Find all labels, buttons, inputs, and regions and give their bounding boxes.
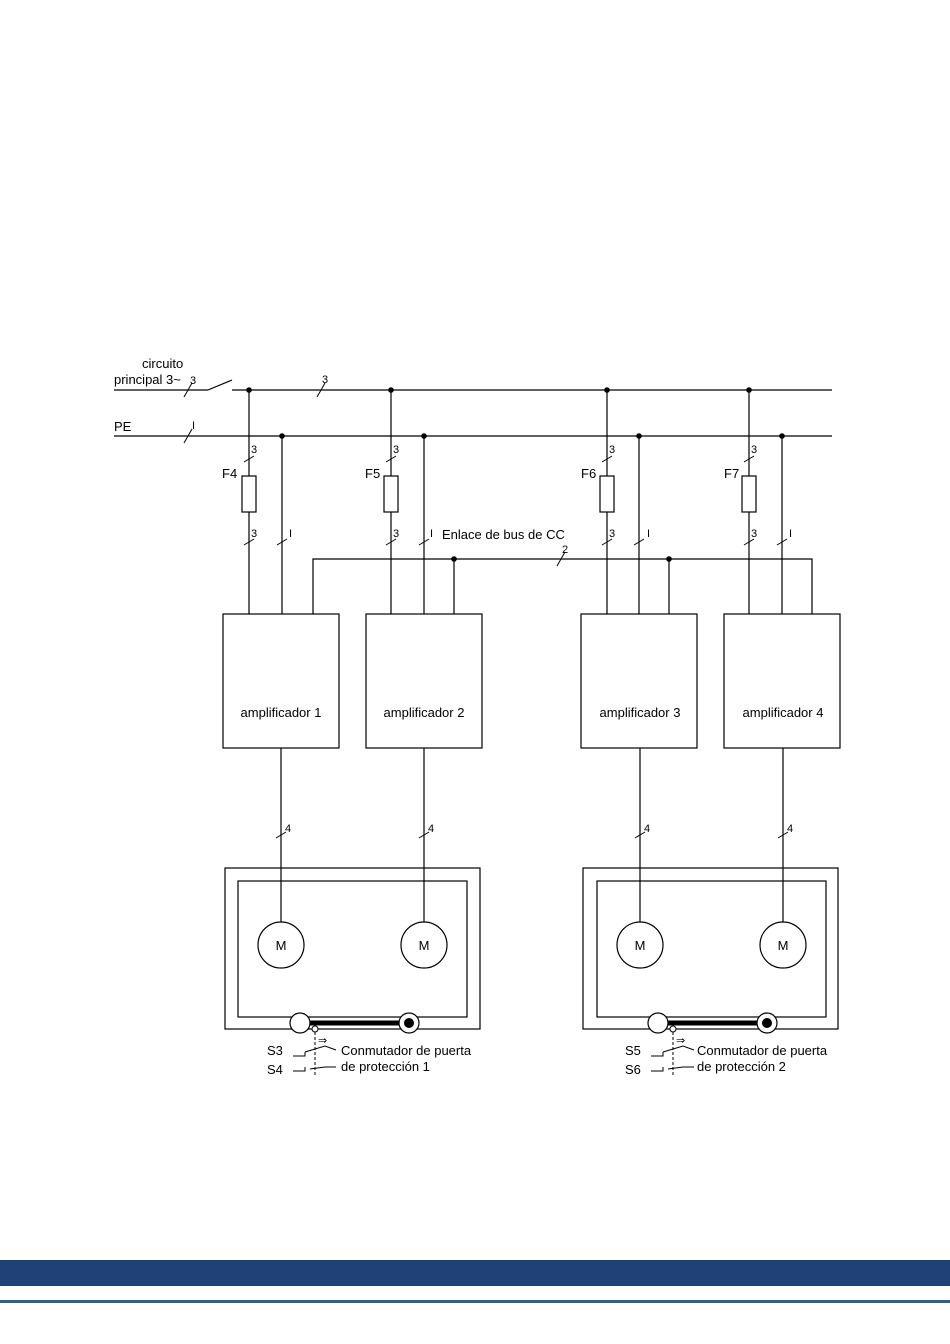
- main-supply-label-line1: circuito: [142, 356, 183, 371]
- guard-enclosure-2: M M ⇒ S5 S6 Conmutador de puerta de prot…: [583, 868, 838, 1077]
- pe-line: PE I: [114, 419, 832, 443]
- fuse-f6: [600, 476, 614, 512]
- fuse-f6-bottom-count: 3: [609, 528, 615, 540]
- main-supply: circuito principal 3~ 3 3: [114, 356, 832, 397]
- motor-4-label: M: [778, 938, 789, 953]
- fuse-f6-pe-count: I: [647, 528, 650, 540]
- guard-switch-2-line1: Conmutador de puerta: [697, 1043, 828, 1058]
- dc-bus-label: Enlace de bus de CC: [442, 527, 565, 542]
- fuse-f7-label: F7: [724, 466, 739, 481]
- guard-switch-1-line2: de protección 1: [341, 1059, 430, 1074]
- motor-cable-4-count: 4: [787, 823, 793, 835]
- motor-cables: 4 4 4 4: [276, 748, 793, 922]
- pe-count: I: [192, 420, 195, 432]
- fuse-f7: [742, 476, 756, 512]
- fuse-f7-bottom-count: 3: [751, 528, 757, 540]
- fuse-f7-pe-count: I: [789, 528, 792, 540]
- door-actuator-arrow-2: ⇒: [676, 1035, 685, 1047]
- fuse-branch-f7: F7 3 3 I: [724, 387, 792, 614]
- switch-s5-label: S5: [625, 1043, 641, 1058]
- switch-s4-label: S4: [267, 1062, 283, 1077]
- mains-bus-count: 3: [322, 374, 328, 386]
- fuse-f4-top-count: 3: [251, 444, 257, 456]
- fuse-f4-bottom-count: 3: [251, 528, 257, 540]
- fuse-f4-label: F4: [222, 466, 237, 481]
- fuse-f4: [242, 476, 256, 512]
- fuse-branch-f6: F6 3 3 I: [581, 387, 650, 614]
- door-hinge-2: [648, 1013, 668, 1033]
- amplifier-2: amplificador 2: [366, 614, 482, 748]
- dc-bus: Enlace de bus de CC 2: [313, 527, 812, 614]
- amplifier-3-label: amplificador 3: [600, 705, 681, 720]
- motor-cable-2-count: 4: [428, 823, 434, 835]
- amplifier-3: amplificador 3: [581, 614, 697, 748]
- fuse-f5-bottom-count: 3: [393, 528, 399, 540]
- door-hinge-1: [290, 1013, 310, 1033]
- motor-1-label: M: [276, 938, 287, 953]
- guard-switch-2-line2: de protección 2: [697, 1059, 786, 1074]
- dc-bus-count: 2: [562, 544, 568, 556]
- fuse-f4-pe-count: I: [289, 528, 292, 540]
- fuse-f5-top-count: 3: [393, 444, 399, 456]
- motor-cable-3-count: 4: [644, 823, 650, 835]
- motor-2-label: M: [419, 938, 430, 953]
- footer-bar: [0, 1260, 950, 1286]
- fuse-f5: [384, 476, 398, 512]
- fuse-branch-f4: F4 3 3 I: [222, 387, 292, 614]
- amplifier-4: amplificador 4: [724, 614, 840, 748]
- motor-cable-1-count: 4: [285, 823, 291, 835]
- switch-s6-label: S6: [625, 1062, 641, 1077]
- pe-label: PE: [114, 419, 132, 434]
- fuse-f6-label: F6: [581, 466, 596, 481]
- fuse-f5-pe-count: I: [430, 528, 433, 540]
- switch-s3-label: S3: [267, 1043, 283, 1058]
- guard-enclosure-1: M M ⇒ S3 S4 Conmutador de puerta de prot…: [225, 868, 480, 1077]
- guard-switch-1-line1: Conmutador de puerta: [341, 1043, 472, 1058]
- motor-3-label: M: [635, 938, 646, 953]
- fuse-f5-label: F5: [365, 466, 380, 481]
- amplifier-1: amplificador 1: [223, 614, 339, 748]
- amplifier-4-label: amplificador 4: [743, 705, 824, 720]
- main-switch: [208, 380, 232, 390]
- fuse-branch-f5: F5 3 3 I: [365, 387, 433, 614]
- main-supply-label-line2: principal 3~: [114, 372, 181, 387]
- amplifier-1-label: amplificador 1: [241, 705, 322, 720]
- fuse-f7-top-count: 3: [751, 444, 757, 456]
- footer-line: [0, 1300, 950, 1303]
- amplifier-2-label: amplificador 2: [384, 705, 465, 720]
- door-actuator-arrow-1: ⇒: [318, 1035, 327, 1047]
- fuse-f6-top-count: 3: [609, 444, 615, 456]
